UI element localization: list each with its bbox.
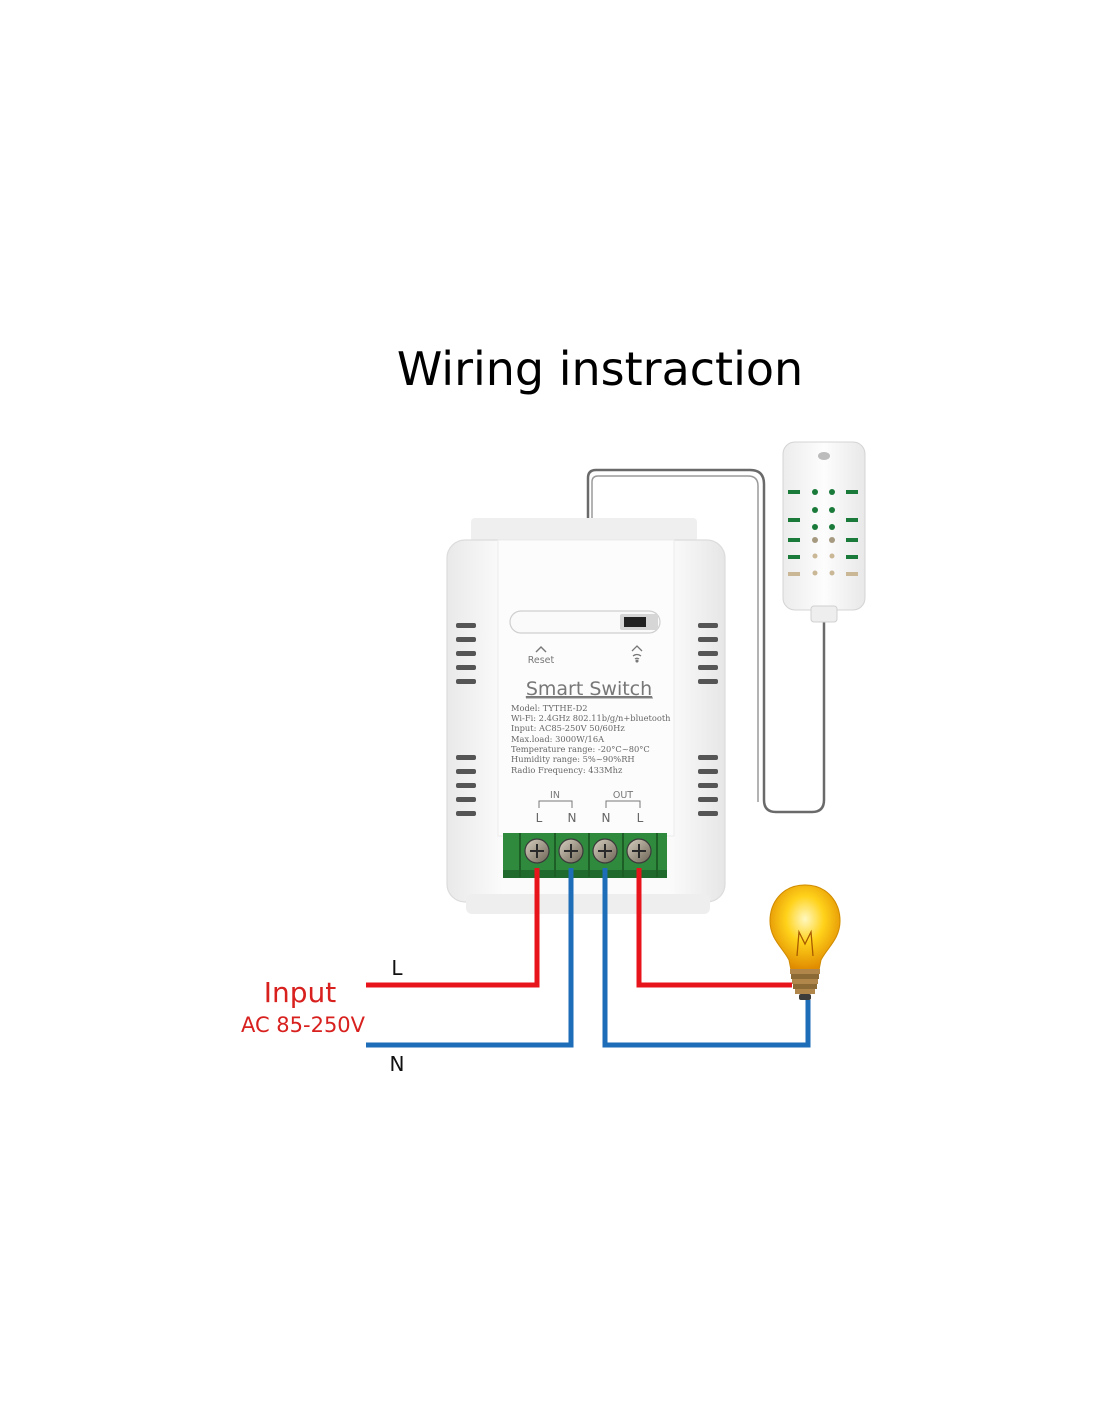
- terminal-label: L: [536, 811, 543, 825]
- wire-label-n: N: [390, 1052, 405, 1076]
- light-bulb-icon: [769, 884, 841, 1000]
- temperature-humidity-sensor: [782, 441, 866, 623]
- terminal-screw-icon: [592, 838, 618, 864]
- sensor-cable: [586, 468, 826, 814]
- input-range-label: AC 85-250V: [241, 1013, 366, 1037]
- terminal-block: [503, 833, 667, 878]
- wires: [366, 868, 811, 1048]
- terminal-label: N: [602, 811, 611, 825]
- sensor-vents: [788, 489, 858, 576]
- terminal-screw-icon: [626, 838, 652, 864]
- terminal-screw-icon: [558, 838, 584, 864]
- terminal-label: N: [568, 811, 577, 825]
- device-name: Smart Switch: [526, 678, 652, 700]
- terminal-group-in: IN: [550, 790, 560, 801]
- page-title: Wiring instraction: [397, 342, 803, 396]
- spec-line: Humidity range: 5%~90%RH: [511, 754, 635, 764]
- sensor-hole-icon: [818, 452, 830, 460]
- neutral-input-wire: [366, 868, 574, 1048]
- spec-list: Model: TYTHE-D2 Wi-Fi: 2.4GHz 802.11b/g/…: [511, 703, 671, 775]
- status-led: [624, 617, 646, 627]
- right-vents: [698, 623, 718, 816]
- spec-line: Wi-Fi: 2.4GHz 802.11b/g/n+bluetooth: [511, 713, 671, 723]
- neutral-output-wire: [602, 868, 811, 1048]
- spec-line: Model: TYTHE-D2: [511, 703, 588, 713]
- terminal-screw-icon: [524, 838, 550, 864]
- reset-label: Reset: [528, 655, 555, 666]
- spec-line: Radio Frequency: 433Mhz: [511, 765, 623, 775]
- spec-line: Max.load: 3000W/16A: [511, 734, 605, 744]
- spec-line: Temperature range: -20°C~80°C: [511, 744, 650, 754]
- live-input-wire: [366, 868, 540, 988]
- spec-line: Input: AC85-250V 50/60Hz: [511, 723, 625, 733]
- smart-switch-device: Reset Smart Switch Model: TYTHE-D2 Wi-Fi…: [446, 518, 726, 914]
- wifi-icon: [631, 645, 643, 663]
- terminal-group-out: OUT: [613, 790, 633, 801]
- chevron-up-icon: [535, 646, 547, 653]
- input-label: Input: [264, 976, 337, 1009]
- live-output-wire: [636, 868, 792, 988]
- wire-label-l: L: [391, 956, 403, 980]
- terminal-label: L: [637, 811, 644, 825]
- left-vents: [456, 623, 476, 816]
